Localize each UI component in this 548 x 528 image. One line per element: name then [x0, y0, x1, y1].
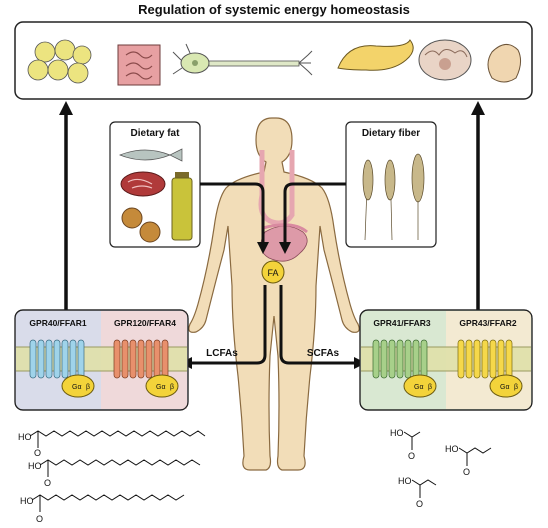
scfa-structure-butyrate: HO O	[445, 444, 492, 477]
svg-text:HO: HO	[28, 461, 42, 471]
dietary-fiber-label: Dietary fiber	[362, 128, 420, 139]
svg-text:HO: HO	[398, 476, 412, 486]
intestine-loop	[262, 223, 308, 234]
fiber-to-gut-arrow	[279, 182, 346, 254]
svg-text:β: β	[170, 384, 174, 391]
gpr43-receptor	[457, 339, 513, 379]
meat-icon	[120, 171, 166, 197]
diagram-title: Regulation of systemic energy homeostasi…	[138, 2, 410, 17]
gpr120-label: GPR120/FFAR4	[114, 318, 176, 328]
svg-text:HO: HO	[445, 444, 459, 454]
fa-circle	[261, 260, 285, 284]
scfas-label: SCFAs	[307, 348, 340, 359]
intestine-icon	[117, 44, 161, 86]
lcfa-structure-2: HO O	[28, 459, 201, 488]
svg-text:HO: HO	[390, 428, 404, 438]
svg-text:O: O	[36, 514, 43, 524]
svg-text:Gα: Gα	[500, 384, 510, 391]
fish-icon	[119, 148, 183, 162]
scfa-structure-propionate: HO O	[398, 476, 437, 509]
scfa-structure-acetate: HO O	[390, 428, 421, 461]
gpr41-receptor	[372, 339, 428, 379]
svg-text:O: O	[408, 451, 415, 461]
brain-icon	[418, 39, 472, 81]
fat-to-gut-arrow	[200, 182, 269, 254]
svg-text:Gα: Gα	[156, 384, 166, 391]
neuron-icon	[172, 43, 313, 76]
svg-text:β: β	[514, 384, 518, 391]
gpr40-label: GPR40/FFAR1	[29, 318, 86, 328]
svg-text:O: O	[416, 499, 423, 509]
g-protein-right-1: Gα β	[403, 374, 437, 398]
liver-icon	[487, 44, 522, 83]
gi-tract	[258, 150, 295, 226]
svg-text:Gα: Gα	[414, 384, 424, 391]
human-body	[188, 117, 360, 471]
walnut-icon	[121, 207, 161, 243]
g-protein-right-2: Gα β	[489, 374, 523, 398]
lcfa-structure-1: HO O	[18, 430, 206, 458]
svg-text:HO: HO	[18, 432, 32, 442]
lcfa-structure-3: HO O	[20, 494, 185, 524]
gpr120-receptor	[113, 339, 169, 379]
g-protein-left-2: Gα β	[145, 374, 179, 398]
svg-text:β: β	[86, 384, 90, 391]
g-protein-left-1: Gα β	[61, 374, 95, 398]
gpr40-receptor	[29, 339, 85, 379]
pancreas-icon	[337, 39, 414, 71]
svg-text:β: β	[428, 384, 432, 391]
dietary-fat-label: Dietary fat	[131, 128, 181, 139]
wheat-icon	[362, 153, 425, 241]
gpr43-label: GPR43/FFAR2	[459, 318, 516, 328]
lcfas-arrow	[180, 285, 267, 369]
fat-cells-icon	[27, 39, 92, 84]
scfas-arrow	[279, 285, 366, 369]
fa-label: FA	[267, 268, 278, 278]
lcfas-label: LCFAs	[206, 348, 238, 359]
svg-text:HO: HO	[20, 496, 34, 506]
svg-text:O: O	[463, 467, 470, 477]
svg-text:O: O	[34, 448, 41, 458]
svg-text:O: O	[44, 478, 51, 488]
gpr41-label: GPR41/FFAR3	[373, 318, 430, 328]
svg-text:Gα: Gα	[72, 384, 82, 391]
oil-bottle-icon	[171, 172, 193, 241]
